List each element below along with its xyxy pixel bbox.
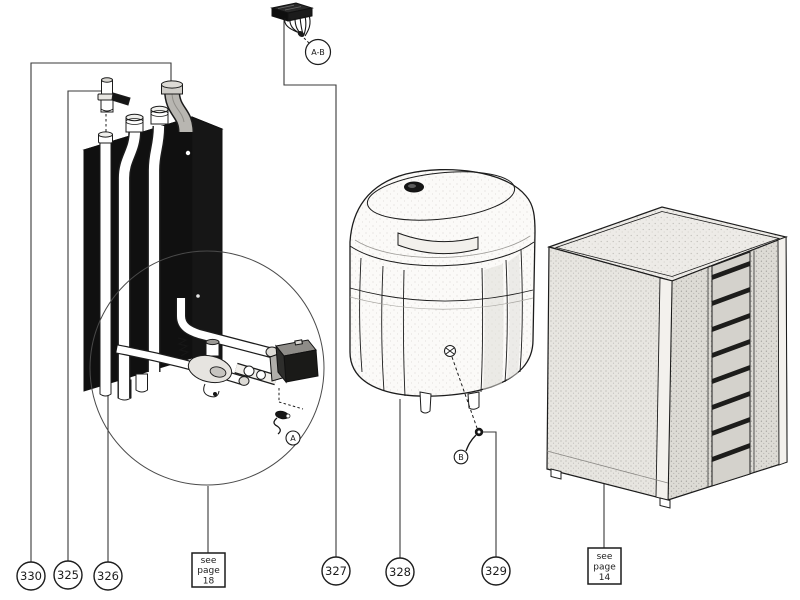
spring-coil: [177, 337, 190, 357]
pipe-b: [117, 113, 144, 398]
manifold-assembly: A: [116, 298, 319, 446]
cabinet-feet: [550, 468, 671, 509]
leader-329: [482, 431, 497, 557]
page-ref-14-page: page: [593, 563, 616, 573]
buffer-tank: B: [349, 169, 536, 465]
callout-balloons: 330 325 326 327 328 329: [16, 556, 511, 591]
tank-shade: [507, 254, 521, 380]
callout-328-label: 328: [389, 565, 411, 579]
tank-feet: [419, 391, 480, 414]
callout-327-label: 327: [325, 564, 347, 578]
elbow-fitting-330: [161, 80, 194, 133]
callout-326-label: 326: [97, 569, 119, 583]
page-ref-18-page: page: [197, 566, 220, 576]
louver-slats: [712, 261, 750, 462]
cabinet-right-corner: [777, 236, 788, 466]
pipe-c: [147, 105, 169, 372]
tank-shade: [483, 264, 504, 390]
callout-330[interactable]: 330: [16, 561, 46, 591]
detail-circle-group: A: [89, 250, 325, 486]
wire-tips: [297, 31, 305, 37]
connector-wires: [284, 14, 311, 37]
screw-dot: [196, 294, 200, 298]
hydraulic-unit: [82, 77, 224, 401]
marker-b-label: B: [458, 453, 464, 462]
tank-handle-groove: [397, 232, 479, 255]
sensor-a: [273, 388, 304, 435]
callout-328[interactable]: 328: [385, 557, 415, 587]
dash-to-sensor-b: [451, 356, 478, 429]
sensor-b: [465, 427, 484, 452]
valve-lever: [111, 92, 131, 106]
callout-325-label: 325: [57, 568, 79, 582]
marker-a: A: [285, 430, 301, 446]
connector-plug: [270, 2, 314, 22]
wiring-connector-327: A-B: [270, 2, 332, 66]
valve-325: [97, 77, 131, 113]
page-ref-18-num: 18: [203, 577, 215, 587]
tank-top-plateau: [366, 171, 516, 221]
page-ref-18-see: see: [201, 556, 217, 566]
cabinet-top-rim: [554, 211, 781, 277]
marker-ab-label: A-B: [311, 48, 324, 57]
cabinet-bottom-seam: [546, 450, 669, 484]
actuator-box: [269, 339, 319, 384]
pipe-a: [98, 131, 113, 397]
marker-b: B: [453, 449, 469, 465]
tank-ribs: [359, 249, 523, 397]
tank-screw-fitting: [444, 345, 456, 357]
page-ref-14[interactable]: see page 14: [587, 547, 622, 585]
callout-325[interactable]: 325: [53, 560, 83, 590]
leader-325: [67, 90, 101, 561]
page-ref-14-see: see: [597, 552, 613, 562]
manifold-valve-top: [205, 338, 220, 357]
cabinet-front-face: [546, 246, 673, 501]
leader-327: [283, 20, 337, 557]
leader-330: [30, 62, 172, 562]
callout-329[interactable]: 329: [481, 556, 511, 586]
callout-329-label: 329: [485, 564, 507, 578]
screw-dot: [185, 150, 191, 156]
pump-hub: [209, 366, 227, 378]
callout-327[interactable]: 327: [321, 556, 351, 586]
page-ref-18[interactable]: see page 18: [191, 552, 226, 588]
marker-a-label: A: [290, 434, 296, 443]
callout-326[interactable]: 326: [93, 561, 123, 591]
page-ref-14-num: 14: [599, 573, 611, 583]
heat-pump-cabinet: [546, 206, 789, 509]
marker-ab: A-B: [304, 38, 332, 66]
callout-330-label: 330: [20, 569, 42, 583]
leader-lines: [30, 20, 605, 562]
detail-circle: [89, 250, 325, 486]
